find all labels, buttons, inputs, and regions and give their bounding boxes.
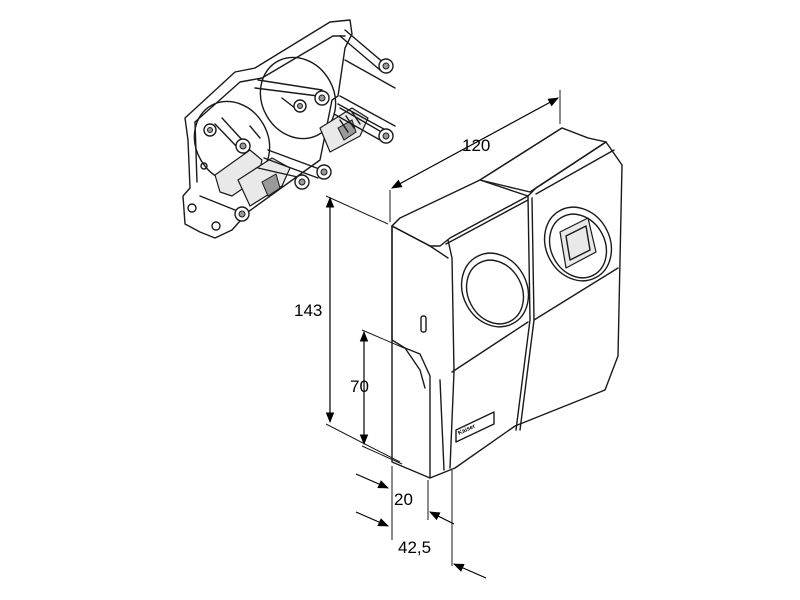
- brand-label: Kaiser: [455, 411, 495, 443]
- screw: [214, 117, 251, 154]
- dimension-height: 143: [294, 195, 401, 463]
- lower-height-label: 70: [350, 377, 369, 396]
- screw: [263, 149, 332, 180]
- screw: [254, 79, 330, 106]
- height-label: 143: [294, 301, 322, 320]
- dimension-lower-height: 70: [350, 329, 405, 465]
- width-label: 120: [462, 136, 490, 155]
- base-depth-label: 20: [394, 490, 413, 509]
- socket-opening-right: [543, 206, 613, 282]
- socket-housing: Kaiser: [391, 127, 623, 479]
- dimension-base-depth: 20: [355, 466, 455, 540]
- socket-opening-left: [460, 252, 530, 328]
- dimension-total-depth: 42,5: [355, 470, 487, 579]
- screw: [203, 123, 261, 139]
- dimension-width: 120: [389, 90, 561, 222]
- mounting-plate: [182, 19, 396, 239]
- screw: [199, 195, 250, 222]
- screw: [339, 29, 394, 74]
- screw: [257, 167, 310, 190]
- screw: [281, 97, 307, 113]
- total-depth-label: 42,5: [398, 538, 431, 557]
